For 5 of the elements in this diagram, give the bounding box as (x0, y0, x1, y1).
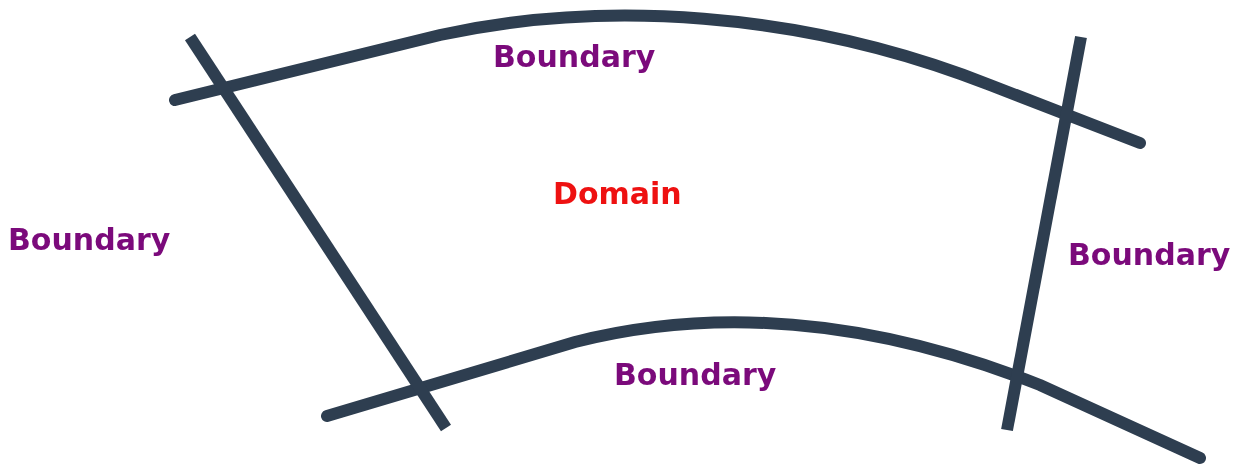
boundary-label: Boundary (493, 39, 656, 75)
boundary-label: Boundary (614, 357, 777, 393)
boundary-label: Boundary (1068, 237, 1231, 273)
boundary-label: Boundary (8, 222, 171, 258)
domain-label: Domain (553, 176, 682, 212)
